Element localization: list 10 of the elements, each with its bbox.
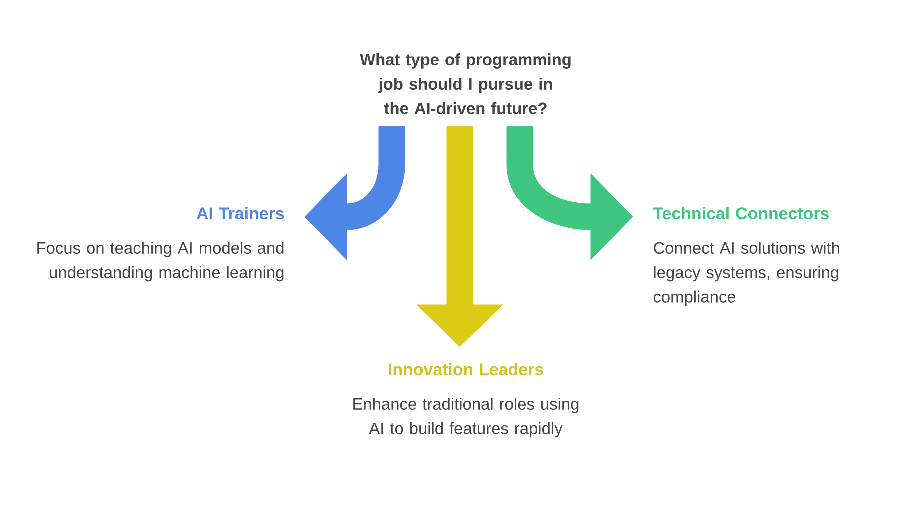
heading: Technical Connectors xyxy=(653,207,829,220)
arrow xyxy=(304,126,406,260)
question-text: What type of programming job should I pursue in the AI-driven future? xyxy=(360,54,571,114)
description: Focus on teaching AI models and understanding machine learning xyxy=(38,242,284,282)
heading: Innovation Leaders xyxy=(389,363,544,376)
description: Enhance traditional roles using AI to build features rapidly xyxy=(354,398,579,438)
arrow xyxy=(506,126,634,260)
arrow xyxy=(416,126,504,348)
heading: AI Trainers xyxy=(196,207,284,220)
description: Connect AI solutions with legacy systems, ensuring compliance xyxy=(654,242,840,306)
